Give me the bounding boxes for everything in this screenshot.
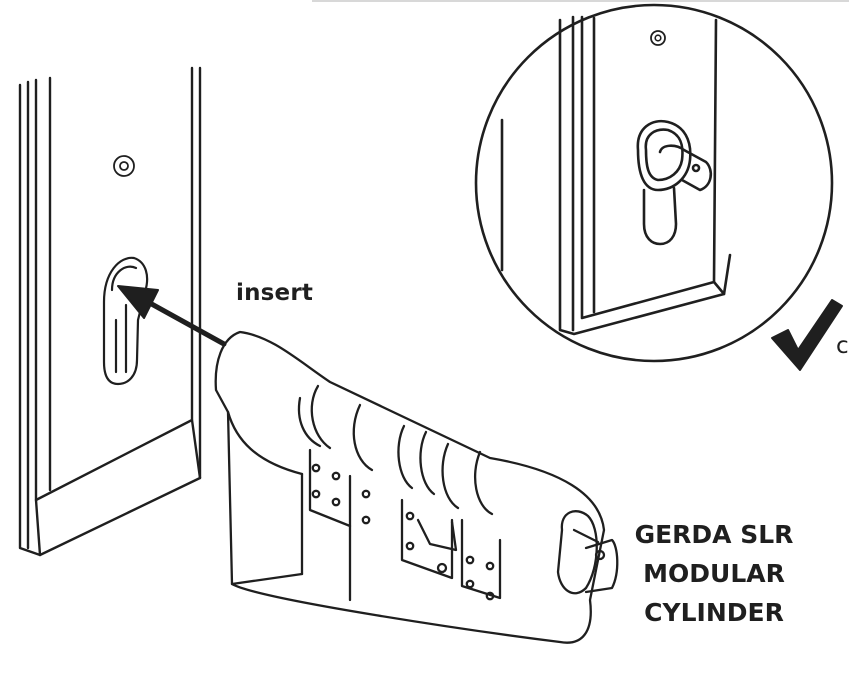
product-name-line-2: MODULAR [643,559,785,588]
product-name-line-1: GERDA SLR [634,520,794,549]
product-name-label: GERDA SLR MODULAR CYLINDER [628,515,800,632]
insert-label: insert [236,280,314,306]
cylinder-cutout [102,256,149,386]
modular-cylinder [214,330,619,644]
checkmark-caption-fragment: c [836,333,849,359]
top-edge-line [312,0,849,2]
screw-hole [113,155,135,177]
checkmark-icon [771,299,843,371]
arrow-icon [117,285,227,347]
zoom-inset [474,3,834,363]
door-faceplate [18,66,202,557]
product-name-line-3: CYLINDER [644,598,784,627]
